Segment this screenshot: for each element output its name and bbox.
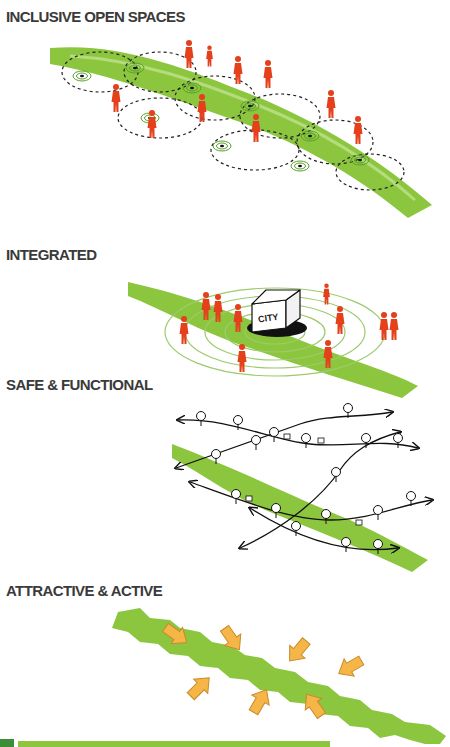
heading: INCLUSIVE OPEN SPACES — [6, 8, 185, 25]
heading: ATTRACTIVE & ACTIVE — [6, 582, 162, 599]
heading: INTEGRATED — [6, 246, 96, 263]
city-house: CITY — [250, 282, 302, 330]
heading: SAFE & FUNCTIONAL — [6, 376, 152, 393]
